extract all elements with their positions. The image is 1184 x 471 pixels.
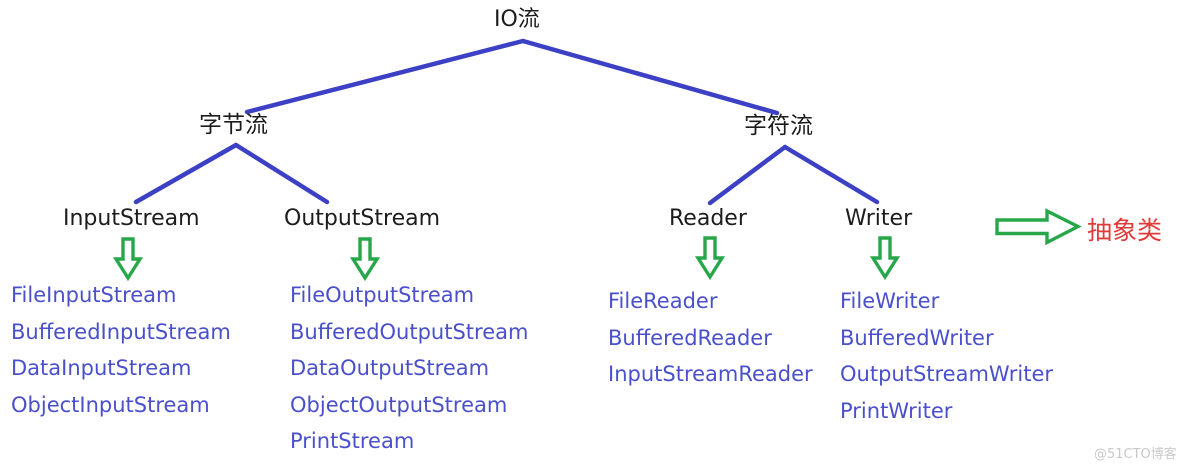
class-item: DataInputStream [11,356,192,380]
class-item: BufferedOutputStream [290,319,529,344]
line-root-to-byte-stream [244,38,526,115]
class-item: PrintWriter [840,398,953,423]
writer-subclass-list: FileWriter BufferedWriter OutputStreamWr… [840,283,1053,429]
class-item: ObjectInputStream [11,392,210,417]
writer-node: Writer [845,206,913,231]
down-arrow-icon [694,236,726,281]
line-char-to-writer [782,144,880,205]
reader-subclass-list: FileReader BufferedReader InputStreamRea… [608,283,813,393]
right-arrow-icon [995,208,1082,246]
class-item: OutputStreamWriter [840,362,1054,386]
reader-node: Reader [669,206,747,231]
tree-branch-lines [133,38,880,206]
class-item: FileReader [608,289,718,313]
class-item: BufferedInputStream [11,319,231,344]
class-item: PrintStream [290,429,415,453]
line-byte-to-inputstream [133,142,239,205]
abstract-class-arrows [112,208,1082,282]
watermark: @51CTO博客 [1094,447,1177,462]
root-node: IO流 [494,7,540,32]
class-item: BufferedReader [608,325,772,350]
down-arrow-icon [112,237,144,282]
class-item: DataOutputStream [290,356,490,380]
down-arrow-icon [869,236,901,281]
class-item: InputStreamReader [608,362,813,386]
class-item: FileWriter [840,289,940,313]
class-item: FileOutputStream [290,283,475,307]
outputstream-node: OutputStream [284,206,441,231]
class-item: ObjectOutputStream [290,392,508,417]
abstract-class-legend-label: 抽象类 [1087,216,1163,245]
char-stream-node: 字符流 [744,113,813,139]
outputstream-subclass-list: FileOutputStream BufferedOutputStream Da… [290,277,528,460]
line-char-to-reader [707,144,788,206]
line-root-to-char-stream [520,38,780,116]
down-arrow-icon [349,237,381,282]
class-item: FileInputStream [11,283,177,307]
inputstream-subclass-list: FileInputStream BufferedInputStream Data… [11,277,231,423]
byte-stream-node: 字节流 [199,112,268,138]
inputstream-node: InputStream [63,206,200,231]
line-byte-to-outputstream [233,142,330,205]
class-item: BufferedWriter [840,325,994,350]
